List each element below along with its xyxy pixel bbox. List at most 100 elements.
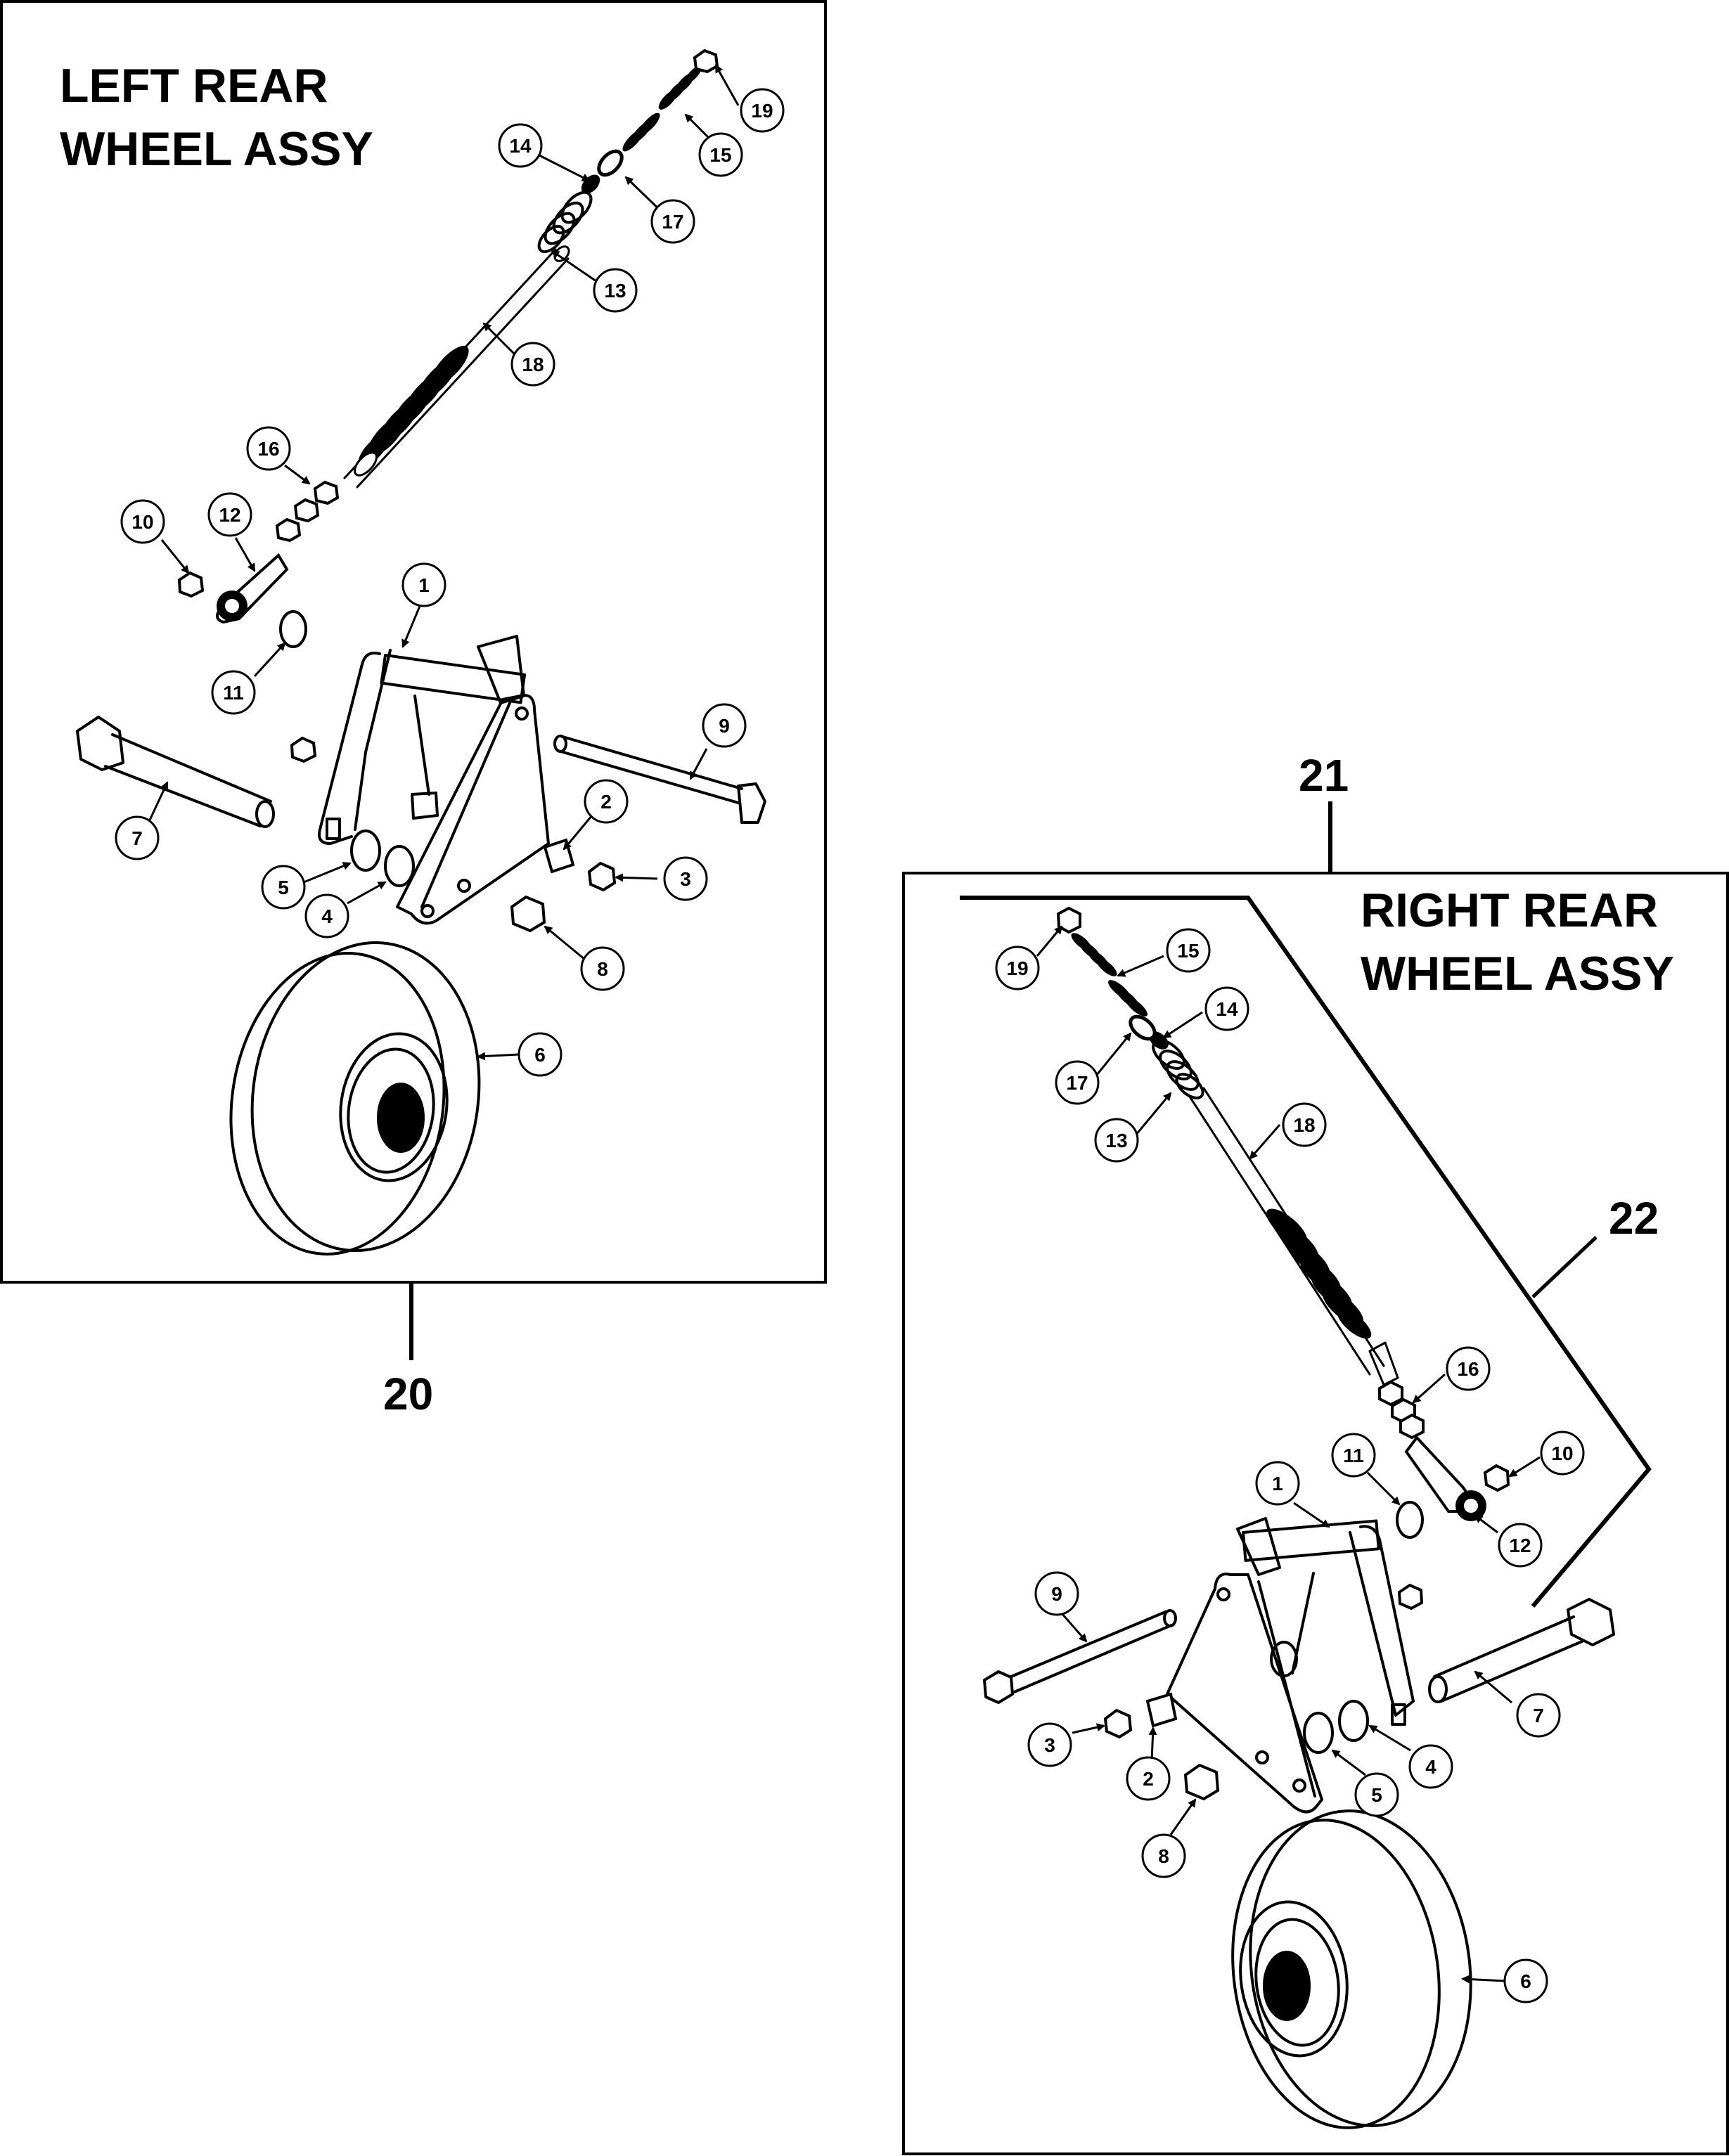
left-part-16c <box>275 517 302 543</box>
right-balloons: 19 15 14 17 13 18 16 11 10 1 12 9 7 3 2 … <box>995 928 1585 2003</box>
svg-text:8: 8 <box>1158 1845 1169 1867</box>
right-part-9 <box>983 1609 1177 1704</box>
left-wheel <box>229 941 481 1255</box>
right-extra-nut <box>1397 1583 1424 1610</box>
left-balloon-10: 10 <box>120 499 165 544</box>
left-part-4 <box>384 845 415 887</box>
svg-text:9: 9 <box>1051 1583 1062 1605</box>
right-part-2 <box>1145 1692 1178 1728</box>
svg-text:16: 16 <box>257 438 279 460</box>
right-part-4 <box>1338 1700 1369 1742</box>
right-part-17 <box>1129 1014 1157 1041</box>
right-balloon-14: 14 <box>1204 986 1249 1031</box>
svg-text:19: 19 <box>751 100 773 122</box>
right-assembly-frame <box>902 872 1729 2155</box>
right-part-12 <box>1404 1435 1486 1521</box>
left-small-spring <box>622 65 702 152</box>
right-part-7 <box>1428 1598 1615 1703</box>
svg-text:9: 9 <box>719 715 730 737</box>
svg-text:4: 4 <box>1425 1756 1436 1778</box>
left-balloon-7: 7 <box>115 815 160 860</box>
right-balloon-4: 4 <box>1408 1744 1453 1789</box>
svg-text:7: 7 <box>131 827 143 849</box>
right-assembly: 21 RIGHT REAR WHEEL ASSY 22 <box>902 750 1729 2155</box>
right-title-line2: WHEEL ASSY <box>1361 947 1674 1000</box>
right-balloon-17: 17 <box>1055 1060 1100 1105</box>
right-group-boundary <box>960 896 1652 1608</box>
svg-text:8: 8 <box>597 958 608 980</box>
right-part-16c <box>1399 1413 1425 1440</box>
right-lower-spring <box>1266 1208 1372 1339</box>
svg-text:10: 10 <box>1551 1442 1573 1464</box>
svg-text:3: 3 <box>680 868 691 890</box>
right-rod-stub <box>1368 1341 1399 1386</box>
left-part-8 <box>510 895 546 933</box>
svg-text:6: 6 <box>534 1044 546 1066</box>
left-balloon-9: 9 <box>702 703 747 748</box>
left-part-12 <box>216 553 289 624</box>
svg-text:16: 16 <box>1457 1358 1479 1380</box>
left-balloon-8: 8 <box>580 946 625 991</box>
right-leaders <box>1036 925 1541 1984</box>
svg-text:10: 10 <box>131 511 153 533</box>
left-lower-spring <box>354 345 469 477</box>
right-part-19 <box>1056 906 1081 934</box>
svg-text:6: 6 <box>1520 1970 1531 1992</box>
left-part-7 <box>76 716 275 828</box>
left-balloon-15: 15 <box>698 132 743 177</box>
svg-text:17: 17 <box>662 211 683 233</box>
right-balloon-15: 15 <box>1166 928 1211 973</box>
svg-text:2: 2 <box>600 791 612 813</box>
left-title-line2: WHEEL ASSY <box>60 122 373 176</box>
right-balloon-19: 19 <box>995 945 1040 990</box>
svg-text:15: 15 <box>1177 940 1199 962</box>
left-balloon-2: 2 <box>584 779 629 824</box>
left-balloon-11: 11 <box>211 670 256 715</box>
svg-text:17: 17 <box>1066 1072 1088 1094</box>
right-callout-side-leader <box>1531 1236 1598 1298</box>
left-part-5 <box>350 830 381 872</box>
svg-text:12: 12 <box>1509 1535 1531 1556</box>
svg-text:1: 1 <box>1272 1473 1283 1495</box>
left-part-16a <box>313 480 340 505</box>
left-balloon-16: 16 <box>246 426 291 471</box>
left-part-19 <box>693 49 719 74</box>
right-balloon-18: 18 <box>1282 1102 1327 1147</box>
left-title-line1: LEFT REAR <box>60 59 328 112</box>
right-washer-stack <box>1152 1039 1204 1099</box>
svg-text:1: 1 <box>418 574 430 596</box>
left-balloon-5: 5 <box>261 865 306 910</box>
svg-text:5: 5 <box>1371 1784 1382 1806</box>
svg-text:19: 19 <box>1006 957 1028 979</box>
right-balloon-3: 3 <box>1027 1722 1072 1767</box>
right-wheel <box>1231 1809 1472 2129</box>
left-leaders <box>146 64 740 1061</box>
right-balloon-5: 5 <box>1354 1772 1399 1817</box>
svg-text:13: 13 <box>604 280 626 302</box>
right-balloon-1: 1 <box>1255 1461 1300 1506</box>
right-callout-side-number: 22 <box>1609 1193 1659 1244</box>
right-balloon-16: 16 <box>1446 1346 1491 1391</box>
right-bracket <box>1166 1517 1415 1814</box>
left-callout-number: 20 <box>383 1369 433 1419</box>
left-part-10 <box>177 571 205 598</box>
left-part-11 <box>279 610 307 648</box>
right-callout-top-number: 21 <box>1299 750 1349 801</box>
svg-text:18: 18 <box>522 354 544 375</box>
left-washer-stack <box>537 191 593 254</box>
svg-text:11: 11 <box>223 682 244 704</box>
right-balloon-8: 8 <box>1141 1833 1186 1878</box>
svg-text:12: 12 <box>219 504 240 526</box>
svg-text:14: 14 <box>1216 998 1238 1020</box>
right-balloon-13: 13 <box>1094 1118 1139 1163</box>
left-part-16b <box>293 498 320 523</box>
left-part-3 <box>587 861 617 892</box>
left-part-9 <box>553 735 766 824</box>
left-balloon-6: 6 <box>518 1032 563 1077</box>
svg-text:3: 3 <box>1044 1734 1055 1756</box>
right-balloon-11: 11 <box>1331 1433 1376 1478</box>
right-small-spring <box>1071 933 1148 1016</box>
right-balloon-12: 12 <box>1498 1523 1543 1568</box>
left-assembly: LEFT REAR WHEEL ASSY 20 <box>0 0 827 1419</box>
left-balloon-17: 17 <box>650 199 695 244</box>
